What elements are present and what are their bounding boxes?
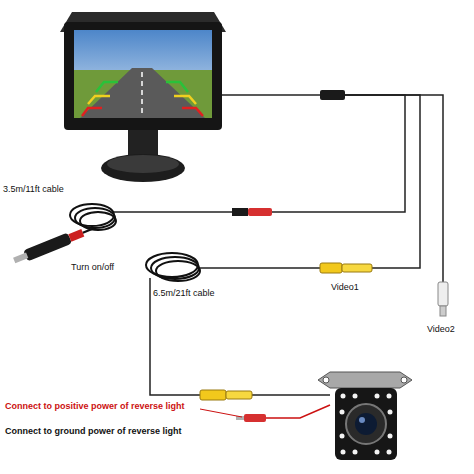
monitor xyxy=(60,12,226,182)
cables xyxy=(112,95,443,418)
cable-label: 6.5m/21ft cable xyxy=(152,288,216,299)
power-plug xyxy=(12,204,272,266)
camera-cable xyxy=(146,253,448,422)
cable-label: Connect to ground power of reverse light xyxy=(4,426,183,437)
cable-label: Turn on/off xyxy=(70,262,115,273)
cable-label: Video1 xyxy=(330,282,360,293)
camera xyxy=(318,372,412,460)
cable-label: Connect to positive power of reverse lig… xyxy=(4,401,186,412)
cable-label: Video2 xyxy=(426,324,456,335)
cable-label: 3.5m/11ft cable xyxy=(2,184,65,195)
junction xyxy=(320,90,345,100)
